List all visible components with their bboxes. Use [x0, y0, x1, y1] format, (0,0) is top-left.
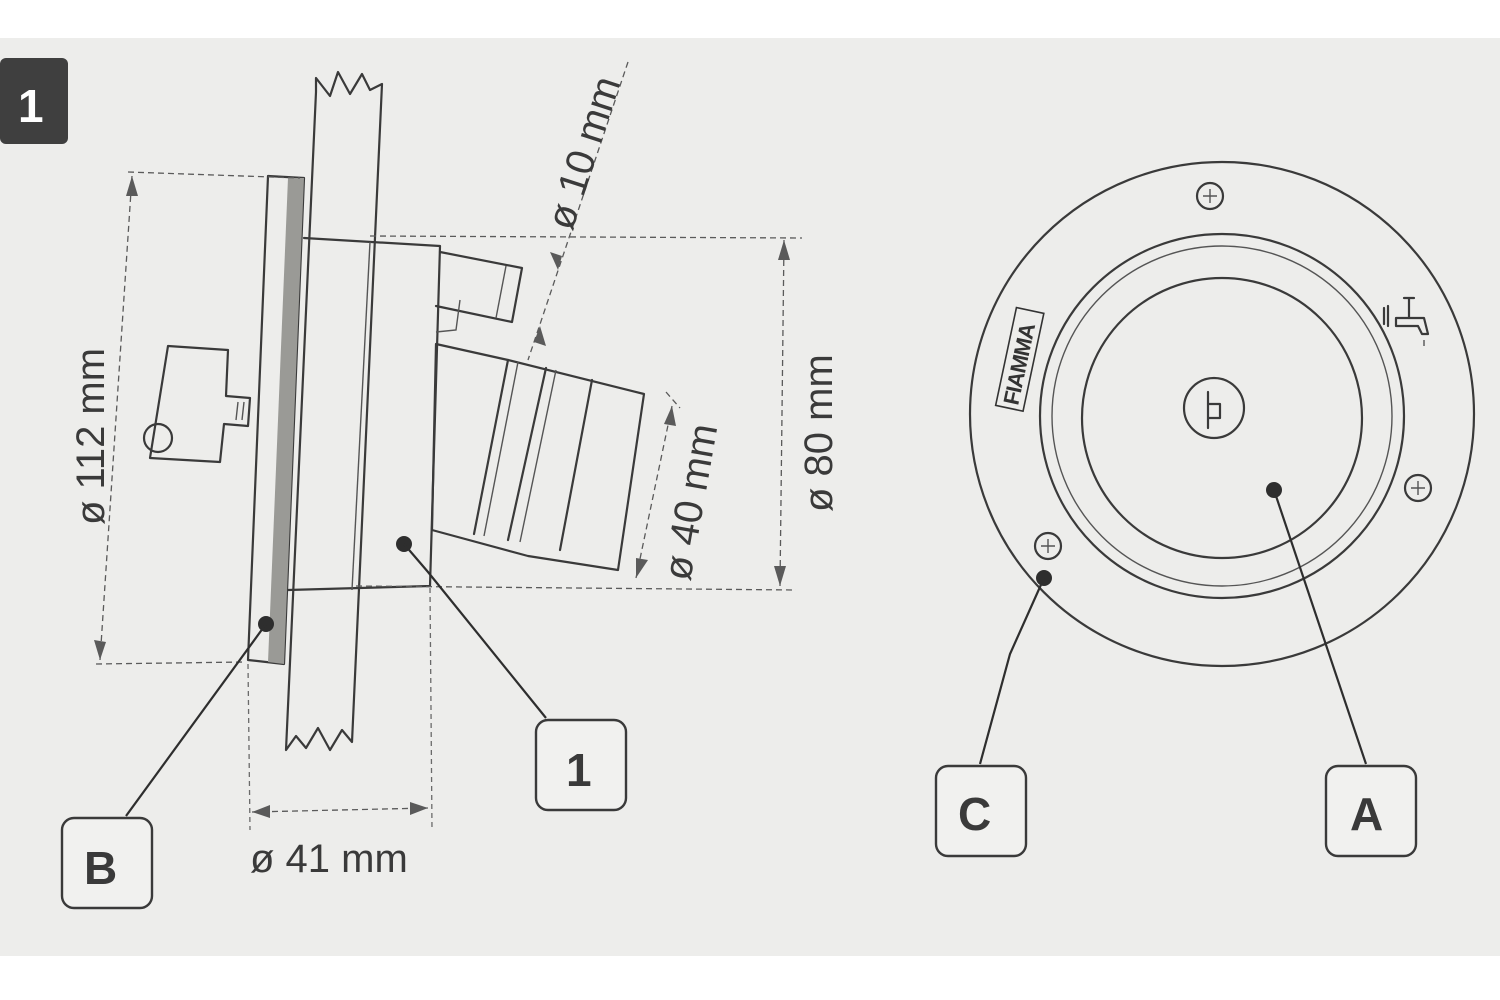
lock-keyhole-icon	[1182, 376, 1246, 440]
vent-pipe	[434, 250, 524, 333]
housing-inner-line	[351, 241, 371, 591]
callout-1: 1	[396, 536, 628, 812]
callout-a-label: A	[1350, 788, 1383, 840]
cap-inner-disc	[1080, 276, 1364, 560]
outer-flange-ring	[968, 160, 1476, 668]
dimension-label-41: ø 41 mm	[250, 837, 408, 881]
cap-outer-ring	[1038, 232, 1406, 600]
dimension-label-112: ø 112 mm	[69, 348, 113, 525]
water-tap-icon	[1382, 296, 1430, 346]
screw-icon	[1403, 473, 1433, 503]
callout-c-label: C	[958, 788, 991, 840]
dimension-41: ø 41 mm	[247, 587, 433, 881]
callout-c: C	[934, 570, 1052, 858]
screw-icon	[1195, 181, 1225, 211]
dimension-80: ø 80 mm	[355, 235, 841, 591]
dimension-label-80: ø 80 mm	[797, 354, 841, 512]
flange-gasket	[268, 178, 304, 664]
figure-number: 1	[18, 80, 44, 132]
hose-nozzle	[430, 342, 646, 572]
callout-b: B	[60, 616, 274, 910]
key-icon	[142, 344, 252, 464]
screw-icon	[1033, 531, 1063, 561]
cap-ring-groove	[1051, 245, 1393, 587]
callout-1-label: 1	[566, 744, 592, 796]
wall-panel	[284, 70, 384, 752]
figure-number-tab: 1	[0, 58, 68, 144]
callout-a: A	[1266, 482, 1418, 858]
callout-b-label: B	[84, 842, 117, 894]
front-view: FIAMMA C A	[934, 160, 1476, 858]
dimension-112: ø 112 mm	[69, 171, 301, 665]
